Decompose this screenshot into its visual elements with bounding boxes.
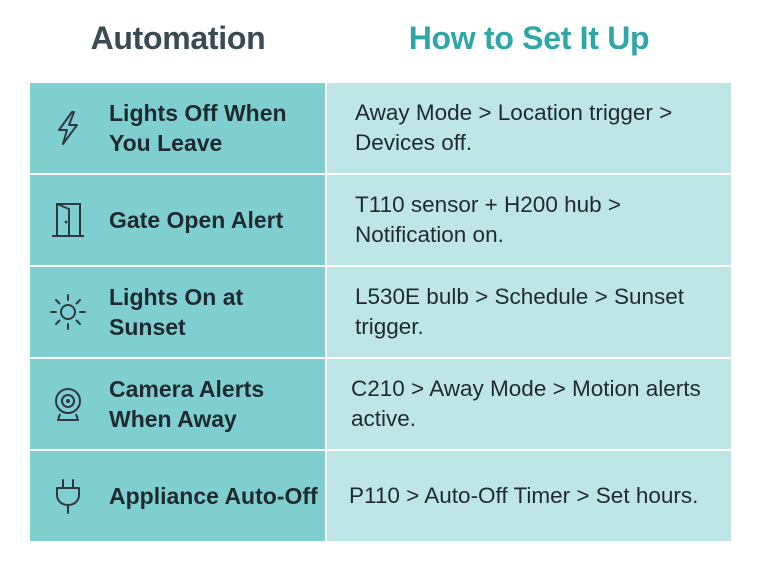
setup-description: L530E bulb > Schedule > Sunset trigger. — [355, 284, 685, 339]
automation-cell: Camera Alerts When Away — [30, 359, 325, 449]
table-row: Lights On at Sunset L530E bulb > Schedul… — [30, 267, 731, 357]
table-row: Lights Off When You Leave Away Mode > Lo… — [30, 83, 731, 173]
setup-description: T110 sensor + H200 hub > Notification on… — [355, 192, 622, 247]
setup-cell: P110 > Auto-Off Timer > Set hours. — [327, 451, 731, 541]
automation-label: Camera Alerts When Away — [109, 376, 265, 432]
setup-cell: Away Mode > Location trigger > Devices o… — [327, 83, 731, 173]
automation-label: Lights On at Sunset — [109, 284, 244, 340]
automation-label: Gate Open Alert — [109, 207, 284, 233]
automation-label: Appliance Auto-Off — [109, 483, 318, 509]
camera-icon — [48, 384, 88, 424]
automation-cell: Appliance Auto-Off — [30, 451, 325, 541]
setup-description: Away Mode > Location trigger > Devices o… — [355, 100, 673, 155]
table-row: Appliance Auto-Off P110 > Auto-Off Timer… — [30, 451, 731, 541]
setup-description: C210 > Away Mode > Motion alerts active. — [351, 376, 701, 431]
automation-label: Lights Off When You Leave — [109, 100, 287, 156]
setup-cell: C210 > Away Mode > Motion alerts active. — [327, 359, 731, 449]
automation-cell: Lights Off When You Leave — [30, 83, 325, 173]
setup-cell: L530E bulb > Schedule > Sunset trigger. — [327, 267, 731, 357]
sun-icon — [48, 292, 88, 332]
lightning-icon — [48, 108, 88, 148]
setup-description: P110 > Auto-Off Timer > Set hours. — [349, 483, 699, 508]
setup-cell: T110 sensor + H200 hub > Notification on… — [327, 175, 731, 265]
automation-column-header: Automation — [90, 20, 266, 56]
table-row: Camera Alerts When Away C210 > Away Mode… — [30, 359, 731, 449]
automation-table: Lights Off When You Leave Away Mode > Lo… — [30, 83, 731, 541]
automation-cell: Lights On at Sunset — [30, 267, 325, 357]
table-row: Gate Open Alert T110 sensor + H200 hub >… — [30, 175, 731, 265]
automation-cell: Gate Open Alert — [30, 175, 325, 265]
plug-icon — [48, 476, 88, 516]
setup-column-header: How to Set It Up — [408, 20, 650, 56]
door-icon — [48, 200, 88, 240]
